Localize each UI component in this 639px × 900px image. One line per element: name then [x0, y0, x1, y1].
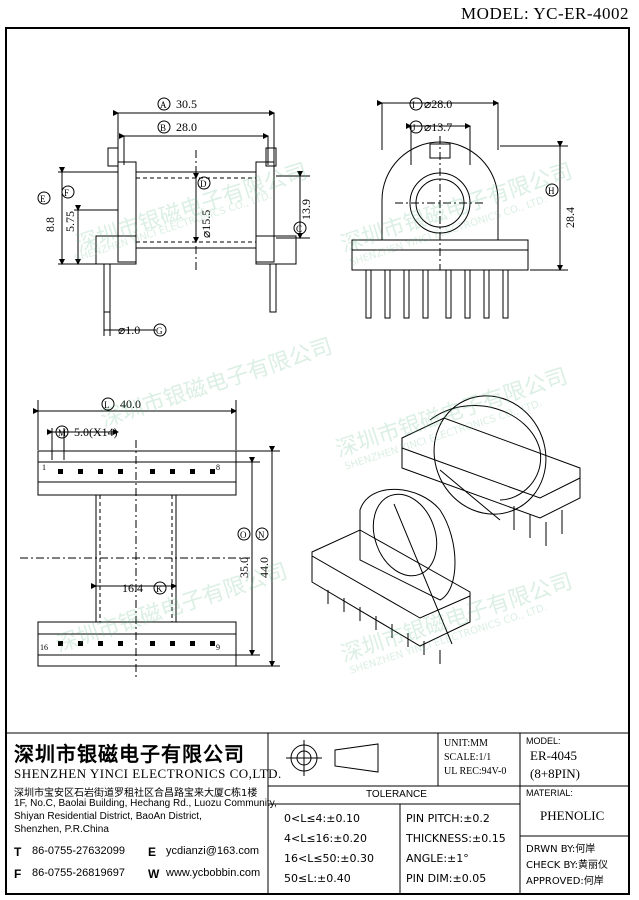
material-value: PHENOLIC [540, 808, 605, 823]
side-view [351, 100, 568, 319]
tol-left-4: 50≤L:±0.40 [284, 872, 351, 885]
dim-F: 5.75 [63, 211, 77, 232]
dim-I: ⌀28.0 [424, 97, 452, 111]
model-box-value: ER-4045 [530, 748, 577, 763]
drawn-by: DRWN BY:何岸 [526, 844, 596, 855]
dim-O: 35.0 [237, 557, 251, 578]
label-J: J [412, 123, 416, 133]
label-A: A [160, 100, 167, 110]
label-O: O [240, 530, 247, 540]
company-address-en-2: Shiyan Residential District, BaoAn Distr… [14, 811, 202, 822]
drawing-frame [5, 27, 630, 895]
pin-1: 1 [42, 463, 46, 472]
tel-value: 86-0755-27632099 [32, 845, 125, 857]
label-G: G [156, 326, 163, 336]
company-name-cn: 深圳市银磁电子有限公司 [14, 742, 245, 766]
label-B: B [160, 123, 166, 133]
email-value[interactable]: ycdianzi@163.com [166, 845, 260, 857]
tol-right-1: PIN PITCH:±0.2 [406, 812, 490, 825]
ul-text: UL REC:94V-0 [444, 766, 507, 777]
front-view [58, 110, 310, 336]
tol-right-3: ANGLE:±1° [406, 852, 469, 865]
dim-H: 28.4 [563, 207, 577, 228]
dim-G: ⌀1.0 [118, 323, 140, 337]
label-N: N [258, 530, 265, 540]
tol-right-4: PIN DIM:±0.05 [406, 872, 487, 885]
dim-E: 8.8 [43, 217, 57, 232]
dim-D: ⌀15.5 [199, 210, 213, 238]
label-F: F [64, 188, 69, 198]
pin-9: 9 [216, 643, 220, 652]
model-label: MODEL: YC-ER-4002 [461, 4, 629, 23]
tolerance-title: TOLERANCE [366, 789, 427, 800]
fax-label: F [14, 867, 22, 881]
company-address-en-1: 1F, No.C, Baolai Building, Hechang Rd., … [14, 798, 277, 809]
label-L: L [104, 400, 110, 410]
dim-J: ⌀13.7 [424, 120, 452, 134]
pin-16: 16 [40, 643, 48, 652]
label-D: D [200, 179, 207, 189]
company-address-en-3: Shenzhen, P.R.China [14, 824, 109, 835]
dim-B: 28.0 [176, 120, 197, 134]
web-value[interactable]: www.ycbobbin.com [166, 867, 261, 879]
title-block [5, 732, 630, 895]
label-H: H [548, 186, 555, 196]
fax-value: 86-0755-26819697 [32, 867, 125, 879]
company-name-en: SHENZHEN YINCI ELECTRONICS CO,LTD. [14, 766, 282, 781]
tol-left-1: 0<L≤4:±0.10 [284, 812, 360, 825]
model-box-label: MODEL: [526, 736, 561, 746]
tel-label: T [14, 845, 22, 859]
company-address-cn: 深圳市宝安区石岩街道罗租社区合昌路宝来大厦C栋1楼 [14, 788, 258, 799]
dim-L: 40.0 [120, 397, 141, 411]
tol-left-3: 16<L≤50:±0.30 [284, 852, 374, 865]
label-I: I [412, 100, 415, 110]
model-box-pins: (8+8PIN) [530, 766, 580, 781]
web-label: W [148, 867, 160, 881]
label-M: M [58, 428, 66, 438]
approved-by: APPROVED:何岸 [526, 876, 604, 887]
tol-left-2: 4<L≤16:±0.20 [284, 832, 367, 845]
material-label: MATERIAL: [526, 788, 573, 798]
email-label: E [148, 845, 157, 859]
dim-M: 5.0(X14) [74, 425, 118, 439]
bottom-view [20, 400, 280, 680]
label-K: K [156, 584, 163, 594]
dim-N: 44.0 [257, 557, 271, 578]
label-E: E [40, 194, 46, 204]
dim-K: 16.4 [122, 581, 143, 595]
dim-C: 13.9 [299, 199, 313, 220]
unit-text: UNIT:MM [444, 738, 488, 749]
check-by: CHECK BY:黄丽仪 [526, 860, 609, 871]
dim-A: 30.5 [176, 97, 197, 111]
isometric-view [311, 395, 581, 664]
pin-8: 8 [216, 463, 220, 472]
scale-text: SCALE:1/1 [444, 752, 492, 763]
label-C: C [296, 224, 302, 234]
tol-right-2: THICKNESS:±0.15 [406, 832, 506, 845]
